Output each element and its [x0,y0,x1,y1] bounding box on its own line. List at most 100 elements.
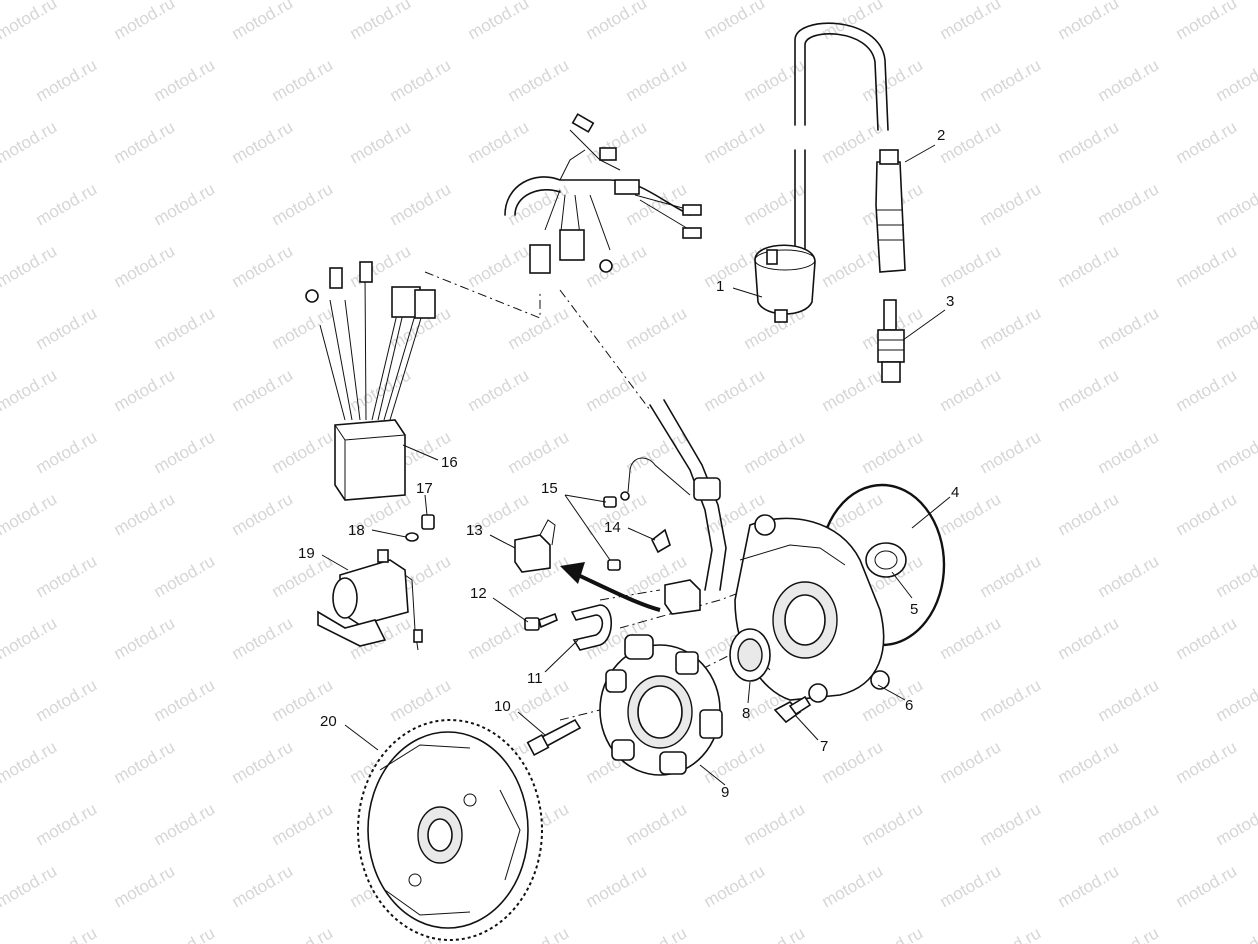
watermark-text: motod.ru [33,675,101,725]
watermark-text: motod.ru [701,117,769,167]
watermark-text: motod.ru [937,737,1005,787]
callout-18: 18 [348,522,365,539]
wiring-harness [504,113,702,274]
callout-5: 5 [910,601,918,618]
watermark-text: motod.ru [741,427,809,477]
callout-11: 11 [527,670,543,687]
watermark-text: motod.ru [111,117,179,167]
watermark-text: motod.ru [465,365,533,415]
watermark-text: motod.ru [229,241,297,291]
watermark-text: motod.ru [701,861,769,911]
watermark-text: motod.ru [1055,613,1123,663]
watermark-text: motod.ru [1055,117,1123,167]
watermark-text: motod.ru [1095,923,1163,944]
callout-20: 20 [320,713,337,730]
watermark-text: motod.ru [1095,55,1163,105]
watermark-text: motod.ru [505,303,573,353]
watermark-text: motod.ru [229,117,297,167]
callout-19: 19 [298,545,315,562]
watermark-text: motod.ru [151,427,219,477]
watermark-text: motod.ru [33,179,101,229]
watermark-text: motod.ru [33,55,101,105]
watermark-text: motod.ru [347,0,415,43]
watermark-text: motod.ru [859,427,927,477]
watermark-text: motod.ru [1095,179,1163,229]
watermark-text: motod.ru [1095,551,1163,601]
callout-15: 15 [541,480,558,497]
watermark-text: motod.ru [1173,241,1241,291]
callout-2: 2 [937,127,945,144]
watermark-text: motod.ru [111,365,179,415]
watermark-text: motod.ru [819,117,887,167]
watermark-text: motod.ru [583,365,651,415]
watermark-text: motod.ru [1173,117,1241,167]
watermark-text: motod.ru [1095,303,1163,353]
watermark-text: motod.ru [859,675,927,725]
direction-arrow [560,562,661,612]
screw-part-12 [524,612,558,631]
callout-10: 10 [494,698,511,715]
pulser-coil-mounted [664,579,701,615]
watermark-text: motod.ru [229,861,297,911]
watermark-text: motod.ru [1213,675,1258,725]
watermark-text: motod.ru [1173,613,1241,663]
callout-17: 17 [416,480,433,497]
watermark-text: motod.ru [229,613,297,663]
watermark-text: motod.ru [0,365,60,415]
watermark-text: motod.ru [937,489,1005,539]
watermark-text: motod.ru [937,0,1005,43]
screws-part-15 [603,457,691,571]
watermark-text: motod.ru [229,365,297,415]
watermark-text: motod.ru [1095,799,1163,849]
watermark-text: motod.ru [33,427,101,477]
callout-numbers: 1 2 3 4 5 6 7 8 9 10 11 12 13 14 15 16 1… [298,127,959,801]
watermark-text: motod.ru [0,861,60,911]
spark-plug-cap-part-2 [875,149,906,273]
watermark-text: motod.ru [1173,489,1241,539]
callout-12: 12 [470,585,487,602]
watermark-text: motod.ru [977,675,1045,725]
watermark-text: motod.ru [269,179,337,229]
watermark-text: motod.ru [1213,55,1258,105]
watermark-text: motod.ru [977,303,1045,353]
ignition-coil-part-1 [754,22,889,323]
watermark-text: motod.ru [33,799,101,849]
watermark-text: motod.ru [977,55,1045,105]
watermark-text: motod.ru [937,365,1005,415]
solenoid-part-19 [317,549,423,651]
washer-part-18 [405,532,419,542]
watermark-text: motod.ru [937,861,1005,911]
watermark-text: motod.ru [701,365,769,415]
watermark-text: motod.ru [269,55,337,105]
watermark-text: motod.ru [111,613,179,663]
watermark-text: motod.ru [0,737,60,787]
watermark-text: motod.ru [33,303,101,353]
watermark-text: motod.ru [1173,0,1241,43]
watermark-text: motod.ru [0,117,60,167]
stator-harness [649,399,727,591]
watermark-text: motod.ru [229,737,297,787]
watermark-text: motod.ru [583,241,651,291]
watermark-text: motod.ru [623,303,691,353]
watermark-text: motod.ru [151,179,219,229]
watermark-text: motod.ru [0,241,60,291]
watermark-text: motod.ru [819,737,887,787]
watermark-text: motod.ru [1055,737,1123,787]
watermark-text: motod.ru [505,427,573,477]
watermark-text: motod.ru [387,55,455,105]
watermark-text: motod.ru [1213,179,1258,229]
watermark-text: motod.ru [1055,489,1123,539]
watermark-text: motod.ru [151,55,219,105]
watermark-text: motod.ru [1095,427,1163,477]
callout-7: 7 [820,738,828,755]
watermark-text: motod.ru [269,427,337,477]
watermark-text: motod.ru [229,489,297,539]
watermark-text: motod.ru [859,799,927,849]
watermark-text: motod.ru [1173,737,1241,787]
watermark-text: motod.ru [1095,675,1163,725]
watermark-text: motod.ru [741,55,809,105]
stator-part-9 [599,634,723,776]
watermark-text: motod.ru [859,55,927,105]
bolt-part-10 [526,718,582,757]
